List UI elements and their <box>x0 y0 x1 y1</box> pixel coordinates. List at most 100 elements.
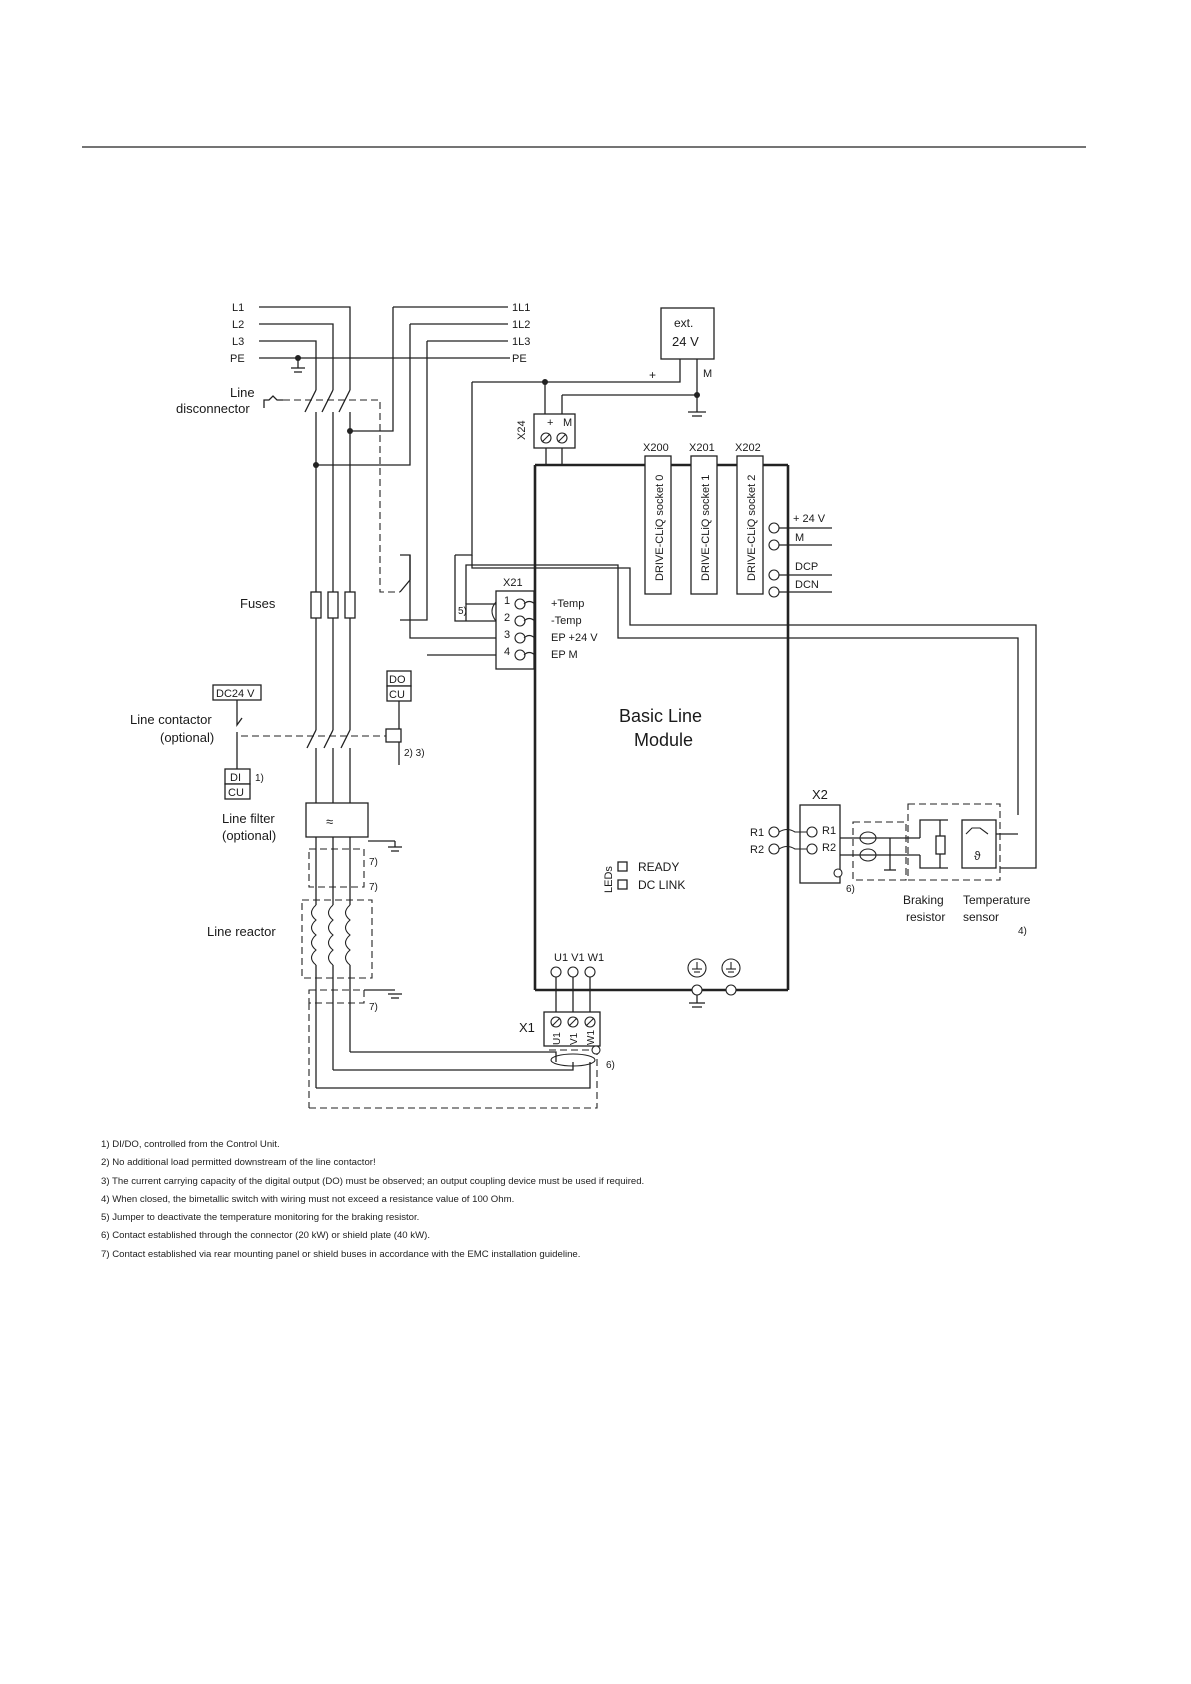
svg-text:Line filter: Line filter <box>222 811 275 826</box>
svg-text:Module: Module <box>634 730 693 750</box>
svg-text:Temperature: Temperature <box>963 893 1031 907</box>
svg-text:≈: ≈ <box>326 814 333 829</box>
braking-resistor: Braking resistor <box>852 803 1001 924</box>
svg-text:R1: R1 <box>822 825 836 837</box>
svg-text:1L3: 1L3 <box>512 336 530 348</box>
svg-text:1): 1) <box>255 773 264 784</box>
module-ground <box>687 958 741 1008</box>
footnote: 6) Contact established through the conne… <box>101 1230 431 1242</box>
footnote: 1) DI/DO, controlled from the Control Un… <box>101 1139 280 1150</box>
svg-text:M: M <box>703 368 712 380</box>
svg-text:+: + <box>649 368 656 382</box>
svg-text:ext.: ext. <box>674 316 693 330</box>
x24-terminal: X24 + M <box>516 395 576 465</box>
svg-text:DCN: DCN <box>795 579 819 591</box>
footnote: 5) Jumper to deactivate the temperature … <box>101 1212 420 1224</box>
footnotes: 1) DI/DO, controlled from the Control Un… <box>101 1136 1001 1264</box>
svg-text:+Temp: +Temp <box>551 598 584 610</box>
svg-text:EP M: EP M <box>551 649 578 661</box>
svg-text:W1: W1 <box>586 1030 597 1045</box>
svg-text:R1: R1 <box>750 827 764 839</box>
svg-text:4): 4) <box>1018 926 1027 937</box>
svg-text:X202: X202 <box>735 442 761 454</box>
svg-text:DO: DO <box>389 674 406 686</box>
svg-text:1L1: 1L1 <box>512 302 530 314</box>
svg-text:X200: X200 <box>643 442 669 454</box>
ep-switch <box>399 555 411 593</box>
drive-cliq-sockets: X200 X201 X202 DRIVE-CLiQ socket 0 DRIVE… <box>643 442 764 595</box>
svg-text:R2: R2 <box>750 844 764 856</box>
svg-text:1L2: 1L2 <box>512 319 530 331</box>
svg-text:sensor: sensor <box>963 910 999 924</box>
svg-text:V1: V1 <box>569 1032 580 1045</box>
x1-terminal: U1 V1 W1 X1 U1 V1 W1 6) <box>519 952 615 1071</box>
svg-text:5): 5) <box>458 606 467 617</box>
svg-text:READY: READY <box>638 860 679 874</box>
x21-terminal: X21 1 2 3 4 +Temp -Temp EP +24 V EP M 5) <box>400 554 1037 869</box>
svg-text:7): 7) <box>369 857 378 868</box>
svg-text:X24: X24 <box>516 420 528 440</box>
svg-text:Fuses: Fuses <box>240 596 276 611</box>
svg-text:PE: PE <box>230 353 245 365</box>
svg-text:Line: Line <box>230 385 255 400</box>
svg-text:+ 24 V: + 24 V <box>793 513 826 525</box>
x1-wiring <box>308 1003 598 1109</box>
x2-terminal: R1 R2 X2 R1 R2 6) <box>750 787 920 895</box>
svg-text:M: M <box>795 532 804 544</box>
line-filter: Line filter (optional) ≈ 7) 7) <box>222 802 402 905</box>
svg-text:DRIVE-CLiQ socket 1: DRIVE-CLiQ socket 1 <box>700 475 712 581</box>
svg-text:DC LINK: DC LINK <box>638 878 685 892</box>
svg-text:U1 V1 W1: U1 V1 W1 <box>554 952 604 964</box>
svg-text:3: 3 <box>504 629 510 641</box>
leds: LEDs READY DC LINK <box>603 860 685 893</box>
svg-text:(optional): (optional) <box>160 730 214 745</box>
svg-text:PE: PE <box>512 353 527 365</box>
svg-text:DI: DI <box>230 772 241 784</box>
svg-text:X1: X1 <box>519 1020 535 1035</box>
svg-text:L3: L3 <box>232 336 244 348</box>
footnote: 3) The current carrying capacity of the … <box>101 1175 645 1187</box>
svg-text:DC24 V: DC24 V <box>216 688 255 700</box>
svg-text:-Temp: -Temp <box>551 615 582 627</box>
svg-text:M: M <box>563 417 572 429</box>
fuses: Fuses <box>240 591 356 619</box>
svg-text:DCP: DCP <box>795 561 818 573</box>
svg-text:7): 7) <box>369 1002 378 1013</box>
svg-text:24 V: 24 V <box>672 334 699 349</box>
line-disconnector: Line disconnector <box>176 307 428 718</box>
svg-text:resistor: resistor <box>906 910 945 924</box>
svg-text:2) 3): 2) 3) <box>404 748 425 759</box>
line-reactor: Line reactor 7) <box>207 899 402 1088</box>
svg-text:Basic Line: Basic Line <box>619 706 702 726</box>
svg-text:1: 1 <box>504 595 510 607</box>
svg-text:Line reactor: Line reactor <box>207 924 276 939</box>
svg-text:LEDs: LEDs <box>603 866 615 893</box>
svg-text:CU: CU <box>389 689 405 701</box>
svg-text:X2: X2 <box>812 787 828 802</box>
svg-text:EP +24 V: EP +24 V <box>551 632 598 644</box>
footnote: 7) Contact established via rear mounting… <box>101 1248 581 1260</box>
svg-text:CU: CU <box>228 787 244 799</box>
footnote: 2) No additional load permitted downstre… <box>101 1157 376 1169</box>
svg-text:X21: X21 <box>503 577 523 589</box>
ext-24v-supply: ext. 24 V + M <box>455 307 715 556</box>
incoming-lines: L1 L2 L3 PE 1L1 1L2 1L3 PE <box>230 302 530 377</box>
svg-text:X201: X201 <box>689 442 715 454</box>
svg-text:ϑ: ϑ <box>974 849 981 863</box>
svg-text:2: 2 <box>504 612 510 624</box>
svg-text:(optional): (optional) <box>222 828 276 843</box>
temperature-sensor: ϑ Temperature sensor 4) <box>961 819 1031 937</box>
svg-text:Line contactor: Line contactor <box>130 712 212 727</box>
svg-text:7): 7) <box>369 882 378 893</box>
line-contactor: DC24 V Line contactor (optional) DI CU 1… <box>130 670 425 803</box>
svg-text:4: 4 <box>504 646 510 658</box>
svg-text:DRIVE-CLiQ socket 0: DRIVE-CLiQ socket 0 <box>654 475 666 581</box>
svg-text:L1: L1 <box>232 302 244 314</box>
svg-text:6): 6) <box>846 884 855 895</box>
svg-text:6): 6) <box>606 1060 615 1071</box>
dc-terminals: + 24 V M DCP DCN <box>768 513 832 598</box>
svg-text:disconnector: disconnector <box>176 401 250 416</box>
svg-text:DRIVE-CLiQ socket 2: DRIVE-CLiQ socket 2 <box>746 475 758 581</box>
svg-text:L2: L2 <box>232 319 244 331</box>
